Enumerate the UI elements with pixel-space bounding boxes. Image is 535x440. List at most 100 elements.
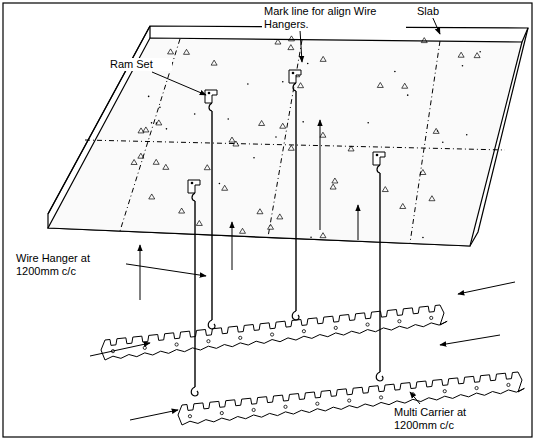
aggregate-mark <box>196 220 202 225</box>
ram-set-clip <box>289 70 301 83</box>
aggregate-dot <box>151 122 153 124</box>
carrier-hole <box>188 415 191 418</box>
aggregate-mark <box>377 82 383 87</box>
aggregate-dot <box>367 122 369 124</box>
aggregate-dot <box>275 136 277 138</box>
aggregate-mark <box>257 209 263 214</box>
aggregate-dot <box>148 96 150 98</box>
aggregate-mark <box>211 60 217 65</box>
aggregate-mark <box>288 145 294 150</box>
aggregate-dot <box>422 237 424 239</box>
aggregate-mark <box>229 137 235 142</box>
concrete-texture <box>131 36 481 238</box>
carrier-hole <box>443 390 446 393</box>
carrier-hole <box>379 396 382 399</box>
aggregate-mark <box>288 36 294 41</box>
aggregate-mark <box>163 164 169 169</box>
aggregate-dot <box>159 107 161 109</box>
aggregate-mark <box>168 49 174 54</box>
aggregate-dot <box>310 236 312 238</box>
aggregate-dot <box>302 121 304 123</box>
ram-set-pin <box>376 154 379 157</box>
aggregate-mark <box>240 228 246 233</box>
aggregate-dot <box>194 113 196 115</box>
carrier-hole <box>143 346 146 349</box>
slab <box>48 26 528 246</box>
carrier-hole <box>475 386 478 389</box>
mark-lines <box>85 39 505 243</box>
aggregate-mark <box>433 128 439 133</box>
aggregate-dot <box>166 128 168 130</box>
aggregate-mark <box>204 165 210 170</box>
aggregate-dot <box>437 130 439 132</box>
aggregate-dot <box>479 51 481 53</box>
wire-hanger <box>205 90 217 329</box>
wire-loop <box>293 83 296 91</box>
carrier-hole <box>348 399 351 402</box>
wire-hanger <box>373 152 385 381</box>
aggregate-dot <box>156 122 158 124</box>
ram-set-pin <box>208 92 211 95</box>
aggregate-mark <box>259 120 265 125</box>
aggregate-mark <box>429 196 435 201</box>
carrier-hook <box>292 311 299 320</box>
ram-set-pin <box>292 72 295 75</box>
hanger-wire <box>194 201 195 387</box>
aggregate-mark <box>277 214 283 219</box>
carrier-hook <box>376 372 383 381</box>
hanger-wire <box>211 111 212 320</box>
aggregate-mark <box>330 184 336 189</box>
aggregate-mark <box>458 52 464 57</box>
multi-carrier <box>101 305 447 360</box>
aggregate-mark <box>280 123 286 128</box>
hanger-wire <box>379 173 380 372</box>
hanger-wire <box>295 91 296 311</box>
carrier-hole <box>207 340 210 343</box>
callout-label: Multi Carrier at 1200mm c/c <box>392 406 506 432</box>
carrier-hook <box>191 387 198 396</box>
aggregate-dot <box>462 65 464 67</box>
hangers-and-carriers <box>101 70 524 425</box>
aggregate-mark <box>268 224 274 229</box>
aggregate-mark <box>222 185 228 190</box>
carrier-hole <box>302 330 305 333</box>
aggregate-mark <box>131 159 137 164</box>
wire-hanger <box>188 180 200 396</box>
aggregate-mark <box>143 127 149 132</box>
aggregate-dot <box>247 83 249 85</box>
ram-set-clip <box>373 152 385 165</box>
ram-set-clip <box>205 90 217 103</box>
callout-label: Mark line for align Wire Hangers. <box>262 5 406 31</box>
carrier-hole <box>239 336 242 339</box>
aggregate-mark <box>332 178 338 183</box>
wire-loop <box>209 103 212 111</box>
carrier-hole <box>430 316 433 319</box>
aggregate-mark <box>402 83 408 88</box>
aggregate-mark <box>320 233 326 238</box>
aggregate-dot <box>442 141 444 143</box>
wire-hanger <box>289 70 301 320</box>
carrier-hole <box>252 408 255 411</box>
aggregate-mark <box>275 39 281 44</box>
leaders-and-arrows <box>90 16 515 420</box>
aggregate-mark <box>156 120 162 125</box>
carrier-hole <box>334 326 337 329</box>
carrier-profile <box>101 305 447 360</box>
aggregate-dot <box>394 71 396 73</box>
carrier-hook <box>208 320 215 329</box>
carrier-hole <box>316 402 319 405</box>
aggregate-dot <box>219 183 221 185</box>
carrier-hole <box>270 333 273 336</box>
carrier-hole <box>284 405 287 408</box>
aggregate-dot <box>407 94 409 96</box>
ram-set-clip <box>188 180 200 193</box>
aggregate-mark <box>474 53 480 58</box>
aggregate-mark <box>320 132 326 137</box>
aggregate-dot <box>307 63 309 65</box>
aggregate-mark <box>153 159 159 164</box>
ram-set-pin <box>191 182 194 185</box>
carrier-hole <box>366 323 369 326</box>
aggregate-mark <box>288 45 294 50</box>
